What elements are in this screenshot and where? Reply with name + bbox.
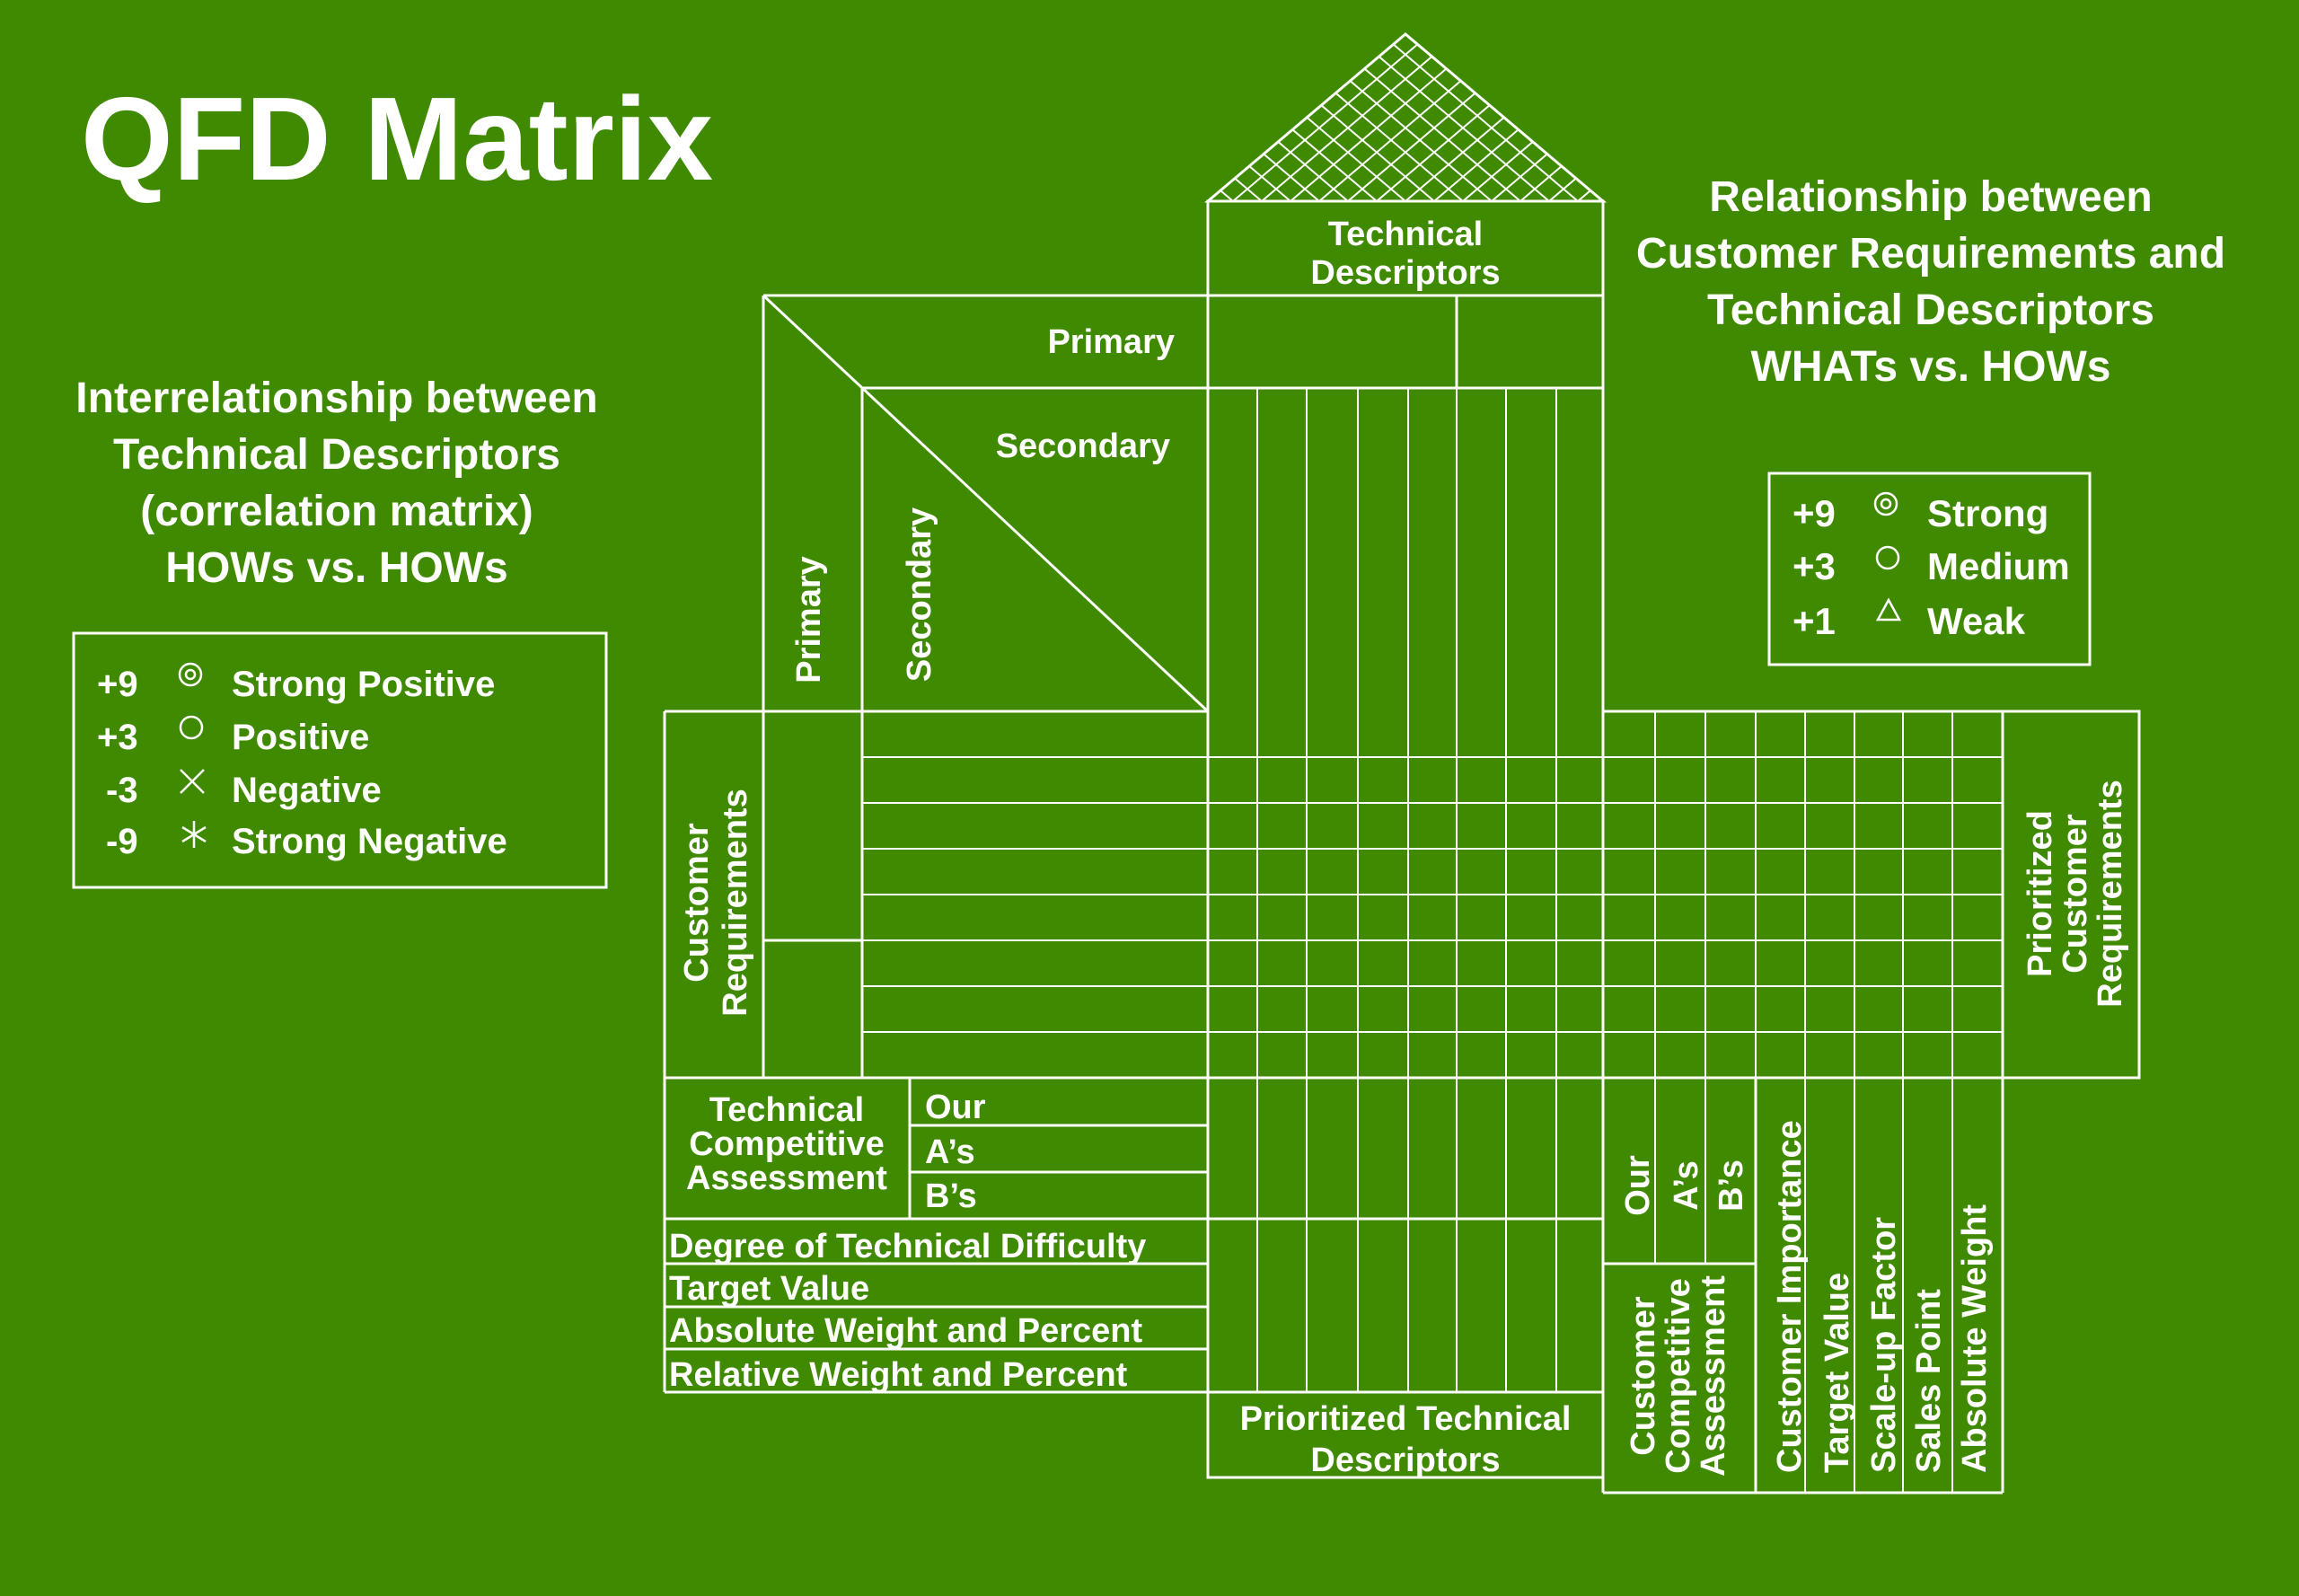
technical-competitive-assessment-label: Assessment — [686, 1160, 887, 1197]
right-heading-line: Technical Descriptors — [1707, 287, 2154, 334]
legend-value: +3 — [1793, 545, 1836, 587]
roof-lattice-line — [1315, 34, 1603, 201]
left-heading-line: HOWs vs. HOWs — [165, 544, 507, 592]
customer-competitive-assessment-label: Competitive — [1660, 1278, 1697, 1473]
right-column-label: Sales Point — [1910, 1289, 1948, 1473]
legend-value: +3 — [97, 718, 138, 757]
customer-competitive-assessment-label: Customer — [1625, 1296, 1662, 1456]
correlation-legend-box — [72, 631, 608, 889]
cross-icon — [180, 769, 205, 794]
legend-value: -3 — [106, 771, 138, 810]
right-heading-line: WHATs vs. HOWs — [1751, 343, 2111, 391]
primary-top-label: Primary — [1047, 323, 1175, 361]
roof-lattice-line — [1343, 34, 1603, 201]
primary-side-label: Primary — [790, 556, 828, 683]
page-title: QFD Matrix — [81, 73, 713, 205]
left-heading: Interrelationship between Technical Desc… — [75, 375, 597, 592]
roof-lattice-line — [1208, 34, 1525, 201]
technical-descriptors-label: Descriptors — [1310, 254, 1500, 292]
legend-label: Medium — [1927, 545, 2070, 587]
circle-icon — [1875, 545, 1900, 570]
legend-label: Strong Negative — [232, 822, 507, 861]
prioritized-customer-requirements-label: Prioritized — [2022, 810, 2059, 977]
bottom-row-label: Degree of Technical Difficulty — [669, 1228, 1146, 1265]
right-column-label: Customer Importance — [1771, 1120, 1809, 1473]
legend-label: Strong — [1927, 492, 2048, 534]
right-column-label: Scale-up Factor — [1865, 1217, 1903, 1473]
house-labels: Technical Descriptors Primary Secondary … — [669, 216, 2129, 1479]
left-heading-line: (correlation matrix) — [140, 488, 533, 535]
relationship-grid — [862, 388, 2003, 1493]
asterisk-icon — [181, 821, 207, 848]
right-heading: Relationship between Customer Requiremen… — [1636, 173, 2225, 391]
right-heading-line: Customer Requirements and — [1636, 230, 2225, 278]
competitor-row-label: A’s — [925, 1133, 975, 1171]
prioritized-technical-descriptors-label: Descriptors — [1310, 1442, 1500, 1479]
right-column-label: Target Value — [1819, 1273, 1856, 1473]
prioritized-customer-requirements-label: Requirements — [2092, 780, 2129, 1007]
technical-competitive-assessment-label: Technical — [709, 1091, 864, 1129]
left-heading-line: Interrelationship between — [75, 375, 597, 422]
competitor-row-label: B’s — [925, 1177, 977, 1215]
roof-lattice-line — [1208, 34, 1496, 201]
legend-label: Positive — [232, 718, 369, 757]
relationship-legend: +9 +3 +1 Strong Medium Weak — [1767, 472, 2092, 666]
competitor-row-label: Our — [925, 1089, 986, 1126]
competitor-column-label: A’s — [1668, 1160, 1705, 1211]
customer-requirements-label: Customer — [678, 823, 716, 983]
competitor-column-label: B’s — [1713, 1160, 1750, 1212]
legend-value: -9 — [106, 822, 138, 861]
legend-label: Negative — [232, 771, 382, 810]
roof-lattice-line — [1208, 34, 1467, 201]
technical-competitive-assessment-label: Competitive — [689, 1125, 884, 1163]
double-circle-icon — [178, 662, 203, 687]
secondary-top-label: Secondary — [996, 428, 1170, 465]
left-heading-line: Technical Descriptors — [113, 431, 560, 479]
customer-competitive-assessment-label: Assessment — [1695, 1275, 1732, 1477]
right-column-label: Absolute Weight — [1956, 1204, 1994, 1473]
roof-lattice-line — [1286, 34, 1603, 201]
technical-descriptors-label: Technical — [1328, 216, 1483, 253]
legend-value: +1 — [1793, 600, 1836, 642]
triangle-icon — [1875, 597, 1902, 622]
legend-value: +9 — [1793, 492, 1836, 534]
bottom-row-label: Absolute Weight and Percent — [669, 1312, 1142, 1350]
relationship-legend-box — [1767, 472, 2092, 666]
customer-requirements-label: Requirements — [717, 789, 754, 1016]
prioritized-technical-descriptors-label: Prioritized Technical — [1240, 1400, 1572, 1438]
bottom-row-label: Target Value — [669, 1270, 869, 1308]
right-heading-line: Relationship between — [1709, 173, 2152, 221]
circle-icon — [179, 715, 204, 740]
secondary-side-label: Secondary — [901, 507, 938, 682]
legend-value: +9 — [97, 665, 138, 704]
prioritized-customer-requirements-label: Customer — [2057, 814, 2094, 974]
legend-label: Strong Positive — [232, 665, 495, 704]
correlation-legend: +9 +3 -3 -9 Strong Positive Positive Neg… — [72, 631, 608, 889]
double-circle-icon — [1873, 491, 1898, 516]
bottom-row-label: Relative Weight and Percent — [669, 1356, 1128, 1394]
legend-label: Weak — [1927, 600, 2026, 642]
house-frame — [663, 199, 2141, 1495]
competitor-column-label: Our — [1619, 1155, 1657, 1216]
